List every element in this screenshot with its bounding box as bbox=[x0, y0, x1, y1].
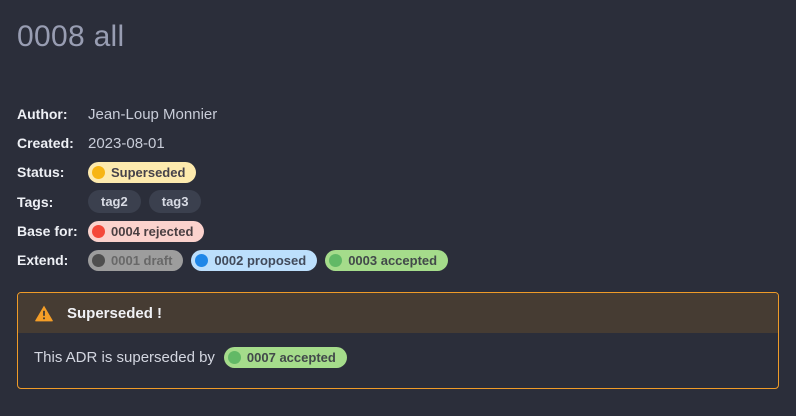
status-badge-label: Superseded bbox=[111, 164, 186, 180]
adr-link-chip-0004[interactable]: 0004 rejected bbox=[88, 220, 205, 242]
adr-link-label: 0004 rejected bbox=[111, 223, 194, 239]
base-for-label: Base for: bbox=[17, 223, 78, 239]
created-value: 2023-08-01 bbox=[88, 134, 165, 152]
meta-row-tags: Tags: tag2 tag3 bbox=[17, 190, 779, 213]
adr-link-chip-0002[interactable]: 0002 proposed bbox=[191, 249, 318, 271]
adr-link-label: 0003 accepted bbox=[348, 252, 438, 268]
extend-label: Extend: bbox=[17, 252, 69, 268]
superseded-alert: Superseded ! This ADR is superseded by 0… bbox=[17, 292, 779, 389]
superseded-alert-header: Superseded ! bbox=[18, 293, 778, 333]
status-dot-icon bbox=[195, 253, 209, 267]
tag-chip: tag2 bbox=[88, 190, 141, 213]
status-dot-icon bbox=[92, 224, 105, 238]
tag-chip: tag3 bbox=[148, 190, 202, 213]
status-label: Status: bbox=[17, 164, 65, 180]
extend-group: 0001 draft 0002 proposed 0003 accepted bbox=[88, 249, 449, 271]
adr-detail-page: 0008 all Author: Jean-Loup Monnier Creat… bbox=[17, 20, 779, 389]
author-value: Jean-Loup Monnier bbox=[88, 105, 218, 123]
page-title: 0008 all bbox=[17, 20, 125, 53]
author-label: Author: bbox=[17, 106, 68, 122]
status-badge: Superseded bbox=[88, 161, 197, 183]
warning-triangle-icon bbox=[35, 305, 53, 322]
adr-link-chip-0003[interactable]: 0003 accepted bbox=[325, 249, 449, 271]
adr-link-chip-0007[interactable]: 0007 accepted bbox=[223, 347, 347, 368]
meta-row-status: Status: Superseded bbox=[17, 161, 779, 183]
created-label: Created: bbox=[17, 135, 74, 151]
status-dot-icon bbox=[92, 253, 105, 267]
meta-row-extend: Extend: 0001 draft 0002 proposed 0003 ac… bbox=[17, 249, 779, 271]
tags-group: tag2 tag3 bbox=[88, 190, 202, 213]
base-for-group: 0004 rejected bbox=[88, 220, 205, 242]
tags-label: Tags: bbox=[17, 193, 54, 210]
status-dot-icon bbox=[92, 165, 105, 179]
meta-row-base-for: Base for: 0004 rejected bbox=[17, 220, 779, 242]
status-dot-icon bbox=[227, 351, 241, 364]
metadata-section: Author: Jean-Loup Monnier Created: 2023-… bbox=[17, 103, 779, 271]
alert-message: This ADR is superseded by bbox=[34, 349, 215, 366]
adr-link-label: 0001 draft bbox=[111, 252, 173, 268]
adr-link-label: 0002 proposed bbox=[214, 252, 307, 268]
superseded-alert-body: This ADR is superseded by 0007 accepted bbox=[18, 333, 778, 388]
meta-row-author: Author: Jean-Loup Monnier bbox=[17, 103, 779, 125]
alert-title: Superseded ! bbox=[67, 304, 163, 322]
meta-row-created: Created: 2023-08-01 bbox=[17, 132, 779, 154]
adr-link-chip-0001[interactable]: 0001 draft bbox=[88, 249, 184, 271]
adr-link-label: 0007 accepted bbox=[246, 350, 336, 365]
status-dot-icon bbox=[329, 253, 343, 267]
